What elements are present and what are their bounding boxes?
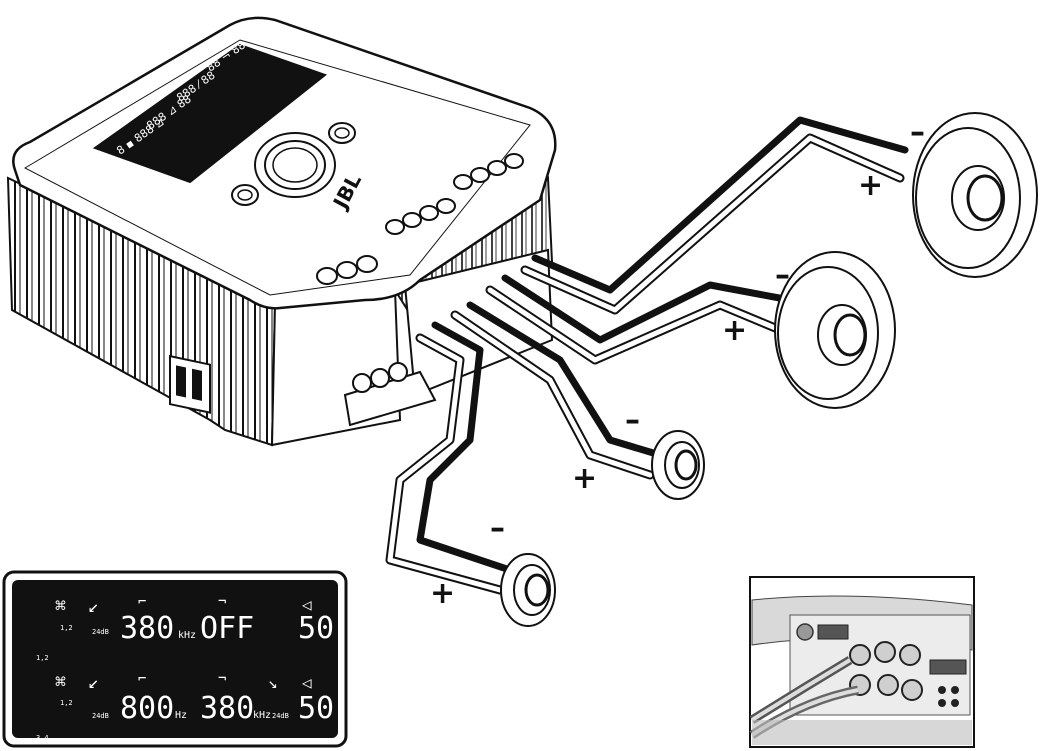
speaker-woofer-1: [912, 112, 1038, 278]
lcd-row1-level: 50: [298, 611, 334, 646]
lcd-row1-hpf-value: OFF: [200, 611, 254, 646]
lcd-row1-lpf-unit: kHz: [178, 630, 196, 641]
highpass-icon: ¬: [218, 671, 226, 687]
volume-knob[interactable]: [254, 132, 336, 198]
lcd-row1-channel: 1,2: [60, 624, 73, 632]
speaker-tweeter-1: [651, 430, 705, 500]
slope-icon: ↙: [88, 672, 99, 693]
slope-icon: ↙: [88, 596, 99, 617]
lcd-row1-lpf-value: 380: [120, 611, 174, 646]
lcd-row2-channel: 1,2: [60, 699, 73, 707]
polarity-labels: – + – + – + – +: [430, 115, 925, 611]
speaker-level-icon: ◁: [302, 595, 312, 614]
lcd-row2-lpf-value: 800: [120, 691, 174, 726]
lcd-row2-lpf-unit: Hz: [175, 710, 187, 721]
fan-icon: ⌘: [55, 672, 66, 693]
positive-sign-woofer-2: +: [722, 313, 747, 348]
terminal-closeup-inset: [749, 576, 975, 748]
lowpass-icon: ⌐: [138, 671, 146, 687]
negative-sign-woofer-1: –: [910, 115, 925, 150]
lowpass-icon: ⌐: [138, 594, 146, 610]
lcd-row-2: ⌘ 1,2 ↙ 24dB ⌐ 800 Hz ¬ 380 kHz ↘ 24dB ◁…: [55, 671, 334, 726]
negative-sign-tweeter-1: –: [625, 403, 640, 438]
speaker-level-icon: ◁: [302, 673, 312, 692]
power-connector: [169, 354, 211, 414]
positive-sign-tweeter-1: +: [572, 461, 597, 496]
amplifier: JBL 88 ¬ 88 888 ⁄ 88 888 ⊿ 88 8 ▪ 888 ⊿: [6, 16, 557, 447]
control-buttons[interactable]: [316, 153, 524, 285]
lcd-row2-hpf-unit: kHz: [253, 710, 271, 721]
lcd-row2-slope: 24dB: [92, 712, 109, 720]
fan-icon: ⌘: [55, 596, 66, 617]
speaker-wires: [385, 116, 909, 595]
positive-sign-tweeter-2: +: [430, 576, 455, 611]
small-knob-right[interactable]: [328, 122, 356, 144]
lcd-row2-hpf-value: 380: [200, 691, 254, 726]
highpass-icon: ¬: [218, 594, 226, 610]
lcd-row2-level: 50: [298, 691, 334, 726]
lcd-row1-slope: 24dB: [92, 628, 109, 636]
amplifier-front-face: [270, 288, 402, 447]
positive-sign-woofer-1: +: [858, 168, 883, 203]
speaker-woofer-2: [774, 251, 896, 409]
negative-sign-tweeter-2: –: [490, 511, 505, 546]
slope-right-icon: ↘: [268, 673, 278, 692]
speaker-tweeter-2: [500, 553, 556, 627]
small-knob-left[interactable]: [231, 184, 259, 206]
lcd-group-label-2: 3,4: [36, 734, 49, 742]
lcd-settings-panel: ⌘ 1,2 ↙ 24dB ⌐ 380 kHz ¬ OFF ◁ 50 1,2 ⌘ …: [2, 570, 348, 748]
negative-sign-woofer-2: –: [775, 258, 790, 293]
lcd-row2-slope2: 24dB: [272, 712, 289, 720]
lcd-row-1: ⌘ 1,2 ↙ 24dB ⌐ 380 kHz ¬ OFF ◁ 50: [55, 594, 334, 646]
lcd-group-label-1: 1,2: [36, 654, 49, 662]
